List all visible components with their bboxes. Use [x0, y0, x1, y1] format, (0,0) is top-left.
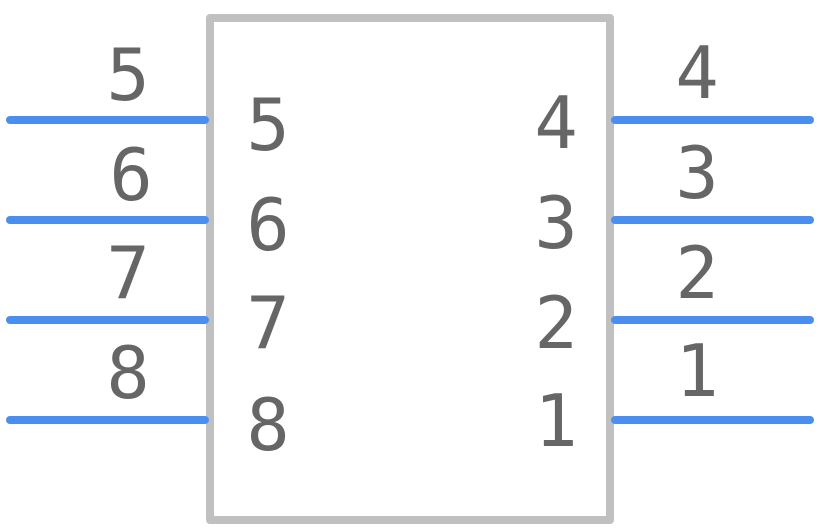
pin-number-outer: 3	[675, 131, 718, 215]
pin-number-outer: 1	[675, 329, 718, 413]
pin-name-inner: 7	[246, 281, 289, 365]
pin-row: 4 4	[534, 31, 814, 165]
pin-name-inner: 4	[534, 81, 577, 165]
pin-name-inner: 2	[534, 281, 577, 365]
pin-number-outer: 7	[106, 231, 149, 315]
pin-name-inner: 5	[246, 83, 289, 167]
pin-number-outer: 4	[675, 31, 718, 115]
pin-number-outer: 6	[109, 133, 152, 217]
pin-row: 2 2	[534, 231, 814, 365]
pin-row: 8 8	[6, 331, 290, 467]
left-pins: 5 5 6 6 7 7 8 8	[6, 33, 290, 467]
pin-number-outer: 5	[106, 33, 149, 117]
right-pins: 4 4 3 3 2 2 1 1	[534, 31, 814, 463]
pin-number-outer: 8	[106, 331, 149, 415]
pin-name-inner: 8	[246, 383, 289, 467]
pin-name-inner: 1	[534, 379, 577, 463]
pin-number-outer: 2	[675, 231, 718, 315]
pin-row: 5 5	[6, 33, 290, 167]
pin-row: 6 6	[6, 133, 290, 267]
pin-row: 7 7	[6, 231, 290, 365]
pin-name-inner: 6	[246, 183, 289, 267]
pin-name-inner: 3	[534, 181, 577, 265]
pin-row: 1 1	[534, 329, 814, 463]
pin-row: 3 3	[534, 131, 814, 265]
component-body	[206, 14, 614, 524]
